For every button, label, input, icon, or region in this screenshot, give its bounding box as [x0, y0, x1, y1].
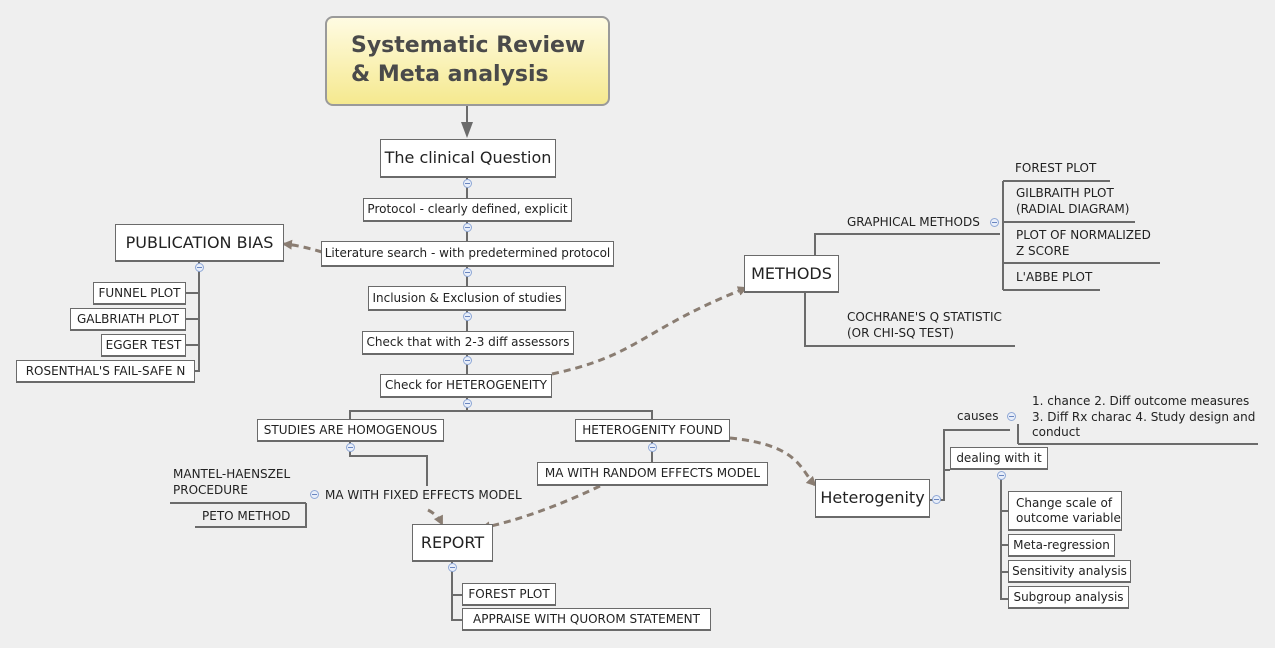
collapse-toggle[interactable] — [463, 356, 472, 365]
random-effects-label: MA WITH RANDOM EFFECTS MODEL — [544, 466, 761, 480]
causes-detail-text[interactable]: 1. chance 2. Diff outcome measures 3. Di… — [1032, 394, 1256, 440]
collapse-toggle[interactable] — [195, 263, 204, 272]
collapse-toggle[interactable] — [932, 495, 941, 504]
protocol-node[interactable]: Protocol - clearly defined, explicit — [363, 198, 572, 222]
random-to-report-arrow — [480, 484, 601, 532]
publication-bias-node[interactable]: PUBLICATION BIAS — [115, 224, 284, 262]
collapse-toggle[interactable] — [463, 179, 472, 188]
egger-test-node[interactable]: EGGER TEST — [101, 334, 186, 357]
random-effects-node[interactable]: MA WITH RANDOM EFFECTS MODEL — [537, 462, 768, 486]
methods-label: METHODS — [751, 263, 832, 283]
heterogeneity-found-label: HETEROGENITY FOUND — [582, 422, 723, 437]
collapse-toggle[interactable] — [448, 563, 457, 572]
dealing-with-it-node[interactable]: dealing with it — [950, 447, 1048, 470]
collapse-toggle[interactable] — [310, 490, 319, 499]
methods-node[interactable]: METHODS — [744, 255, 839, 293]
dealing-with-it-label: dealing with it — [956, 450, 1042, 465]
inclusion-label: Inclusion & Exclusion of studies — [372, 290, 562, 305]
check-heterogeneity-label: Check for HETEROGENEITY — [385, 378, 547, 392]
cochrane-q-text[interactable]: COCHRANE'S Q STATISTIC (OR CHI-SQ TEST) — [847, 310, 1002, 340]
funnel-plot-node[interactable]: FUNNEL PLOT — [93, 282, 186, 305]
check-assessors-label: Check that with 2-3 diff assessors — [366, 335, 570, 349]
mantel-haenszel-text[interactable]: MANTEL-HAENSZEL PROCEDURE — [173, 467, 291, 497]
report-label: REPORT — [420, 532, 485, 552]
publication-bias-label: PUBLICATION BIAS — [125, 232, 274, 252]
collapse-toggle[interactable] — [997, 471, 1006, 480]
quorom-label: APPRAISE WITH QUOROM STATEMENT — [473, 611, 700, 626]
collapse-toggle[interactable] — [463, 268, 472, 277]
check-heterogeneity-node[interactable]: Check for HETEROGENEITY — [380, 374, 552, 398]
graphical-items-line — [1002, 180, 1160, 291]
methods-dashed-arrow — [551, 286, 748, 376]
forest-plot-text[interactable]: FOREST PLOT — [1015, 161, 1097, 175]
subgroup-analysis-label: Subgroup analysis — [1013, 589, 1124, 604]
graphical-methods-text[interactable]: GRAPHICAL METHODS — [847, 215, 980, 229]
report-forest-plot-label: FOREST PLOT — [468, 586, 550, 601]
split-line — [349, 410, 653, 420]
protocol-label: Protocol - clearly defined, explicit — [367, 202, 568, 216]
gilbraith-plot-text[interactable]: GILBRAITH PLOT (RADIAL DIAGRAM) — [1016, 186, 1130, 216]
clinical-question-node[interactable]: The clinical Question — [380, 139, 556, 178]
sensitivity-analysis-label: Sensitivity analysis — [1012, 563, 1127, 578]
report-node[interactable]: REPORT — [412, 524, 493, 562]
methods-cochrane-line — [804, 292, 1015, 347]
meta-regression-node[interactable]: Meta-regression — [1008, 534, 1115, 557]
check-assessors-node[interactable]: Check that with 2-3 diff assessors — [362, 331, 574, 355]
heterogenity-label: Heterogenity — [820, 488, 925, 507]
inclusion-node[interactable]: Inclusion & Exclusion of studies — [368, 286, 566, 311]
studies-homogenous-label: STUDIES ARE HOMOGENOUS — [263, 422, 438, 437]
collapse-toggle[interactable] — [648, 443, 657, 452]
literature-search-label: Literature search - with predetermined p… — [324, 246, 611, 260]
causes-text[interactable]: causes — [957, 409, 999, 423]
fixed-to-report-arrow — [427, 508, 444, 526]
funnel-plot-label: FUNNEL PLOT — [98, 285, 181, 300]
report-branch-line — [451, 562, 462, 621]
heterogeneity-found-node[interactable]: HETEROGENITY FOUND — [575, 419, 730, 442]
literature-search-node[interactable]: Literature search - with predetermined p… — [321, 241, 614, 267]
collapse-toggle[interactable] — [463, 223, 472, 232]
collapse-toggle[interactable] — [463, 399, 472, 408]
causes-underline — [1017, 424, 1258, 445]
collapse-toggle[interactable] — [463, 312, 472, 321]
collapse-toggle[interactable] — [1007, 412, 1016, 421]
clinical-question-label: The clinical Question — [384, 148, 552, 167]
quorom-node[interactable]: APPRAISE WITH QUOROM STATEMENT — [462, 608, 711, 631]
sensitivity-analysis-node[interactable]: Sensitivity analysis — [1008, 560, 1131, 583]
rosenthal-node[interactable]: ROSENTHAL'S FAIL-SAFE N — [16, 360, 195, 383]
dealing-items-line — [1000, 475, 1008, 600]
labbe-plot-text[interactable]: L'ABBE PLOT — [1016, 270, 1093, 284]
root-topic[interactable]: Systematic Review & Meta analysis — [325, 16, 610, 106]
galbriath-plot-label: GALBRIATH PLOT — [76, 311, 180, 326]
fixed-effects-text[interactable]: MA WITH FIXED EFFECTS MODEL — [325, 488, 522, 502]
rosenthal-label: ROSENTHAL'S FAIL-SAFE N — [25, 363, 186, 378]
methods-graphical-line — [814, 233, 1000, 255]
heterogenity-node[interactable]: Heterogenity — [815, 479, 930, 518]
subgroup-analysis-node[interactable]: Subgroup analysis — [1008, 586, 1129, 609]
meta-regression-label: Meta-regression — [1013, 537, 1110, 552]
collapse-toggle[interactable] — [346, 443, 355, 452]
pubbias-dashed-arrow — [282, 239, 323, 254]
change-scale-node[interactable]: Change scale of outcome variable — [1008, 491, 1122, 531]
change-scale-label: Change scale of outcome variable — [1016, 495, 1121, 525]
pubbias-branch-line — [186, 262, 200, 372]
normalized-z-score-text[interactable]: PLOT OF NORMALIZED Z SCORE — [1016, 228, 1151, 258]
root-arrowhead — [461, 122, 473, 138]
galbriath-plot-node[interactable]: GALBRIATH PLOT — [70, 308, 186, 331]
fixed-branch-line — [170, 502, 307, 528]
egger-test-label: EGGER TEST — [105, 337, 182, 352]
studies-homogenous-node[interactable]: STUDIES ARE HOMOGENOUS — [257, 419, 444, 442]
collapse-toggle[interactable] — [990, 218, 999, 227]
homogenous-line — [349, 442, 428, 486]
report-forest-plot-node[interactable]: FOREST PLOT — [462, 583, 556, 606]
peto-method-text[interactable]: PETO METHOD — [202, 509, 291, 523]
